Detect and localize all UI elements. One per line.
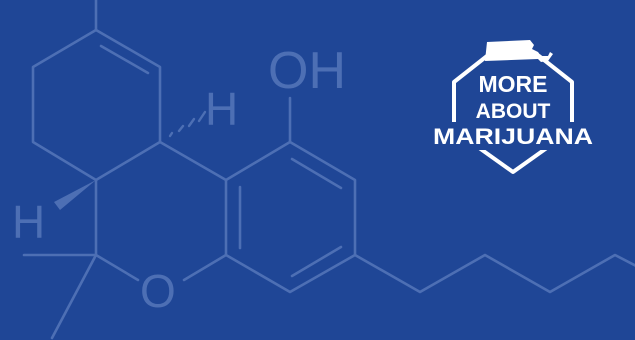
pentyl-chain bbox=[353, 253, 635, 294]
upper-ring bbox=[31, 28, 162, 182]
pyran-o-to-aromatic bbox=[182, 253, 228, 282]
bond-junction-aromatic bbox=[158, 140, 228, 182]
badge-line-more: MORE bbox=[479, 71, 548, 97]
h-lower-label: H bbox=[12, 196, 45, 248]
upper-ring-double-bond bbox=[99, 44, 150, 75]
badge-text-mask bbox=[429, 122, 595, 150]
massachusetts-map-icon bbox=[485, 40, 553, 62]
wedge-bond bbox=[54, 180, 96, 210]
aromatic-ring bbox=[224, 140, 357, 294]
hash-bond bbox=[168, 110, 207, 138]
aromatic-double-3 bbox=[290, 245, 343, 278]
more-about-marijuana-badge[interactable]: MORE ABOUT MARIJUANA bbox=[427, 38, 597, 176]
badge-line-marijuana: MARIJUANA bbox=[433, 124, 593, 149]
o-ring-label: O bbox=[140, 265, 176, 317]
h-upper-label: H bbox=[205, 83, 238, 135]
oh-label: OH bbox=[268, 42, 346, 100]
aromatic-double-2 bbox=[290, 157, 343, 190]
bond-methyl-down bbox=[50, 253, 98, 340]
badge-line-about: ABOUT bbox=[476, 100, 551, 123]
pyran-ring-left bbox=[94, 178, 140, 282]
